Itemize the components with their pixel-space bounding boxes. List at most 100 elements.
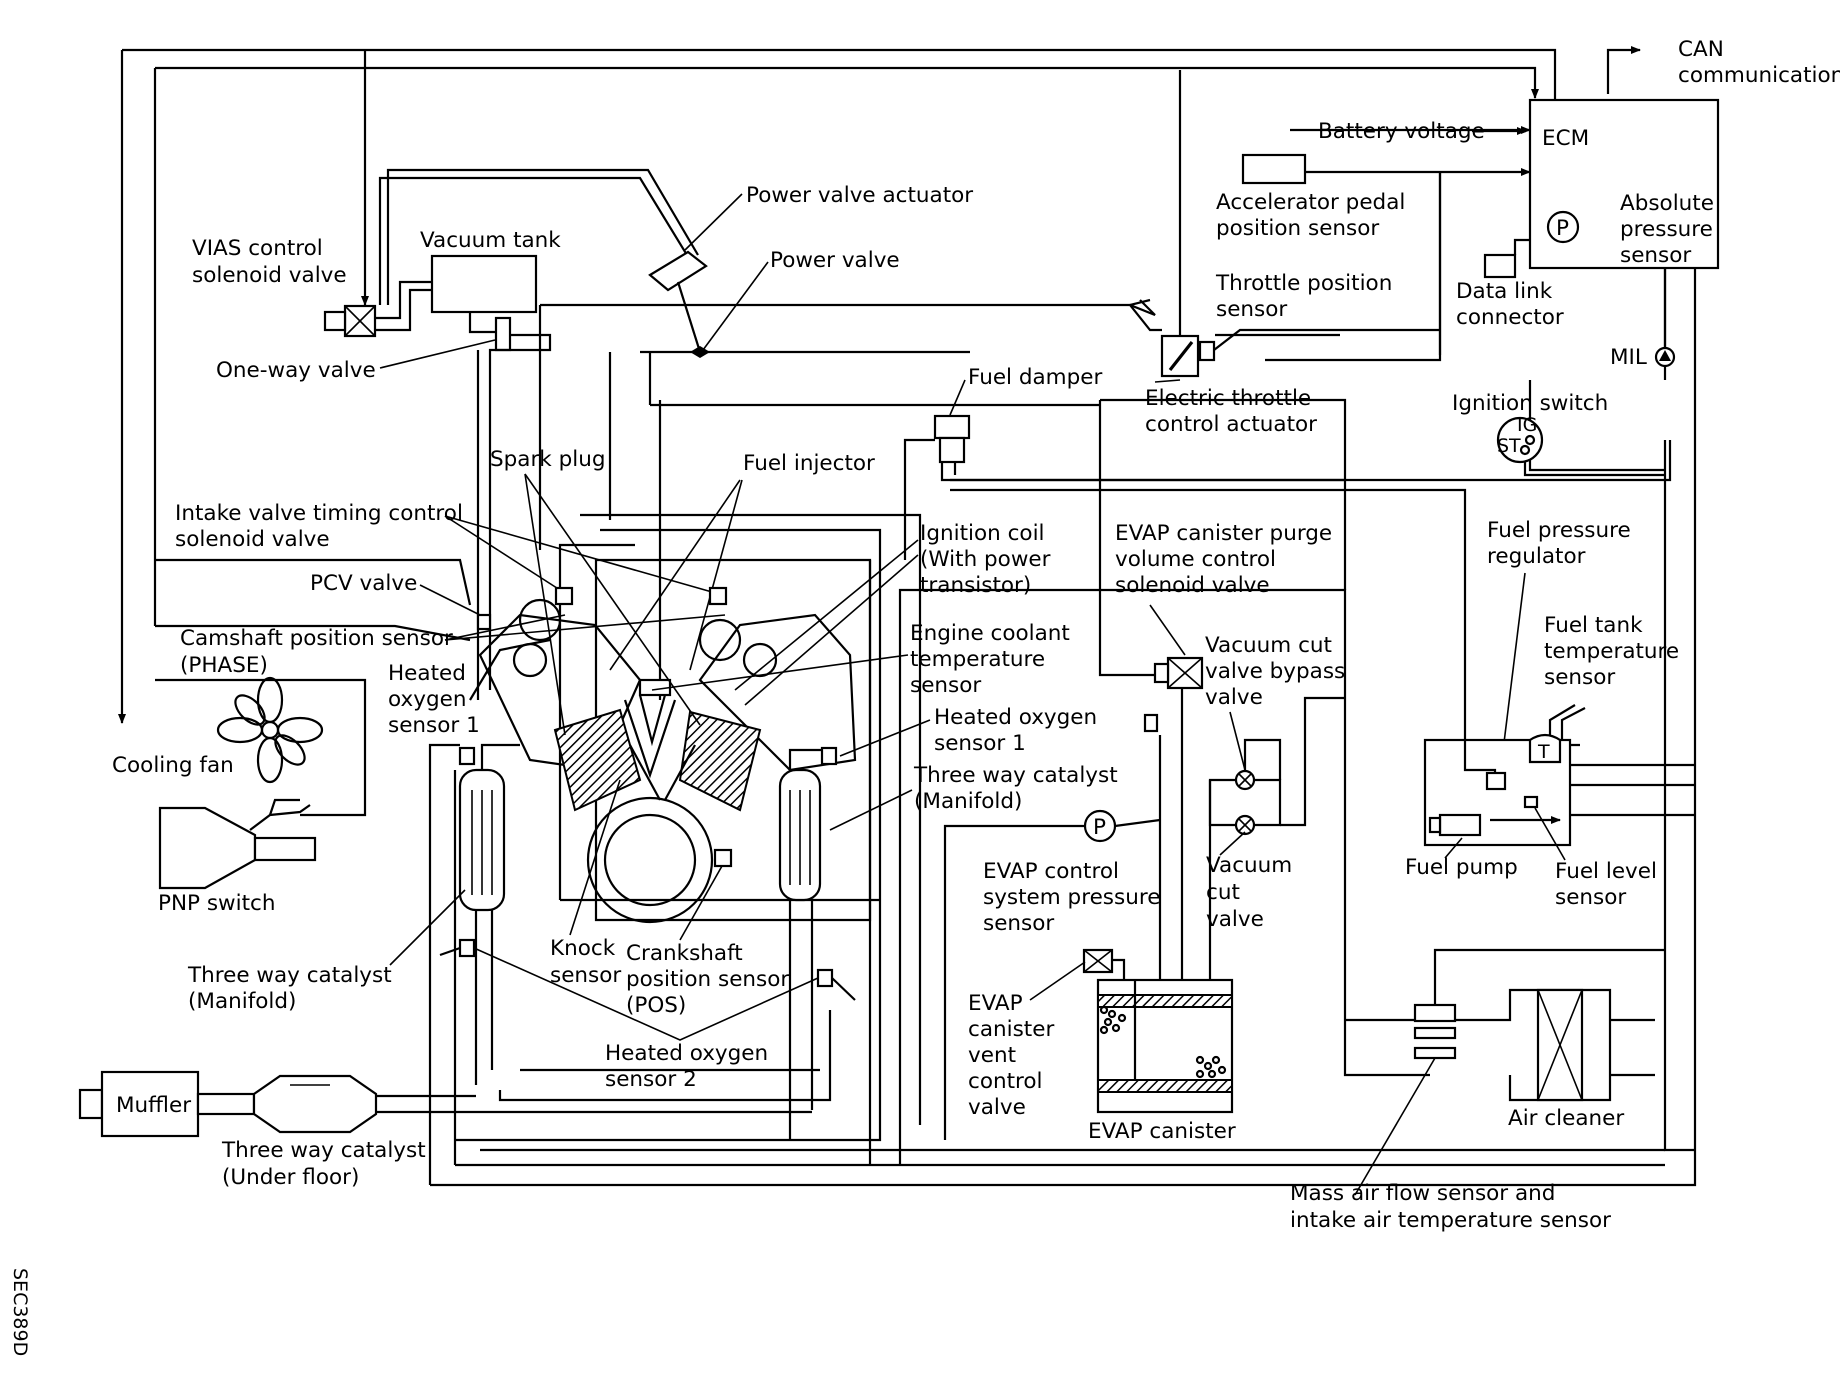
ho2s1-right-label-1: Heated oxygen [934,705,1097,730]
cooling-fan-icon [216,676,324,784]
knock-label-1: Knock [550,936,616,961]
ho2s1-right-label-2: sensor 1 [934,731,1026,756]
power-valve-label: Power valve [770,248,900,273]
ect-label-1: Engine coolant [910,621,1070,646]
air-cleaner-icon [1345,988,1655,1102]
etc-label-2: control actuator [1145,412,1317,437]
twc-manifold-right-label-2: (Manifold) [914,789,1022,814]
cooling-fan-label: Cooling fan [112,753,234,778]
ckp-label-2: position sensor [626,967,789,992]
evap-pressure-label-1: EVAP control [983,859,1119,884]
p-symbol-ecm: P [1556,216,1569,241]
spark-plug-label: Spark plug [490,447,606,472]
one-way-valve-label: One-way valve [216,358,376,383]
figure-code: SEC389D [9,1268,31,1356]
pnp-switch-icon [158,798,317,890]
ftt-label-3: sensor [1544,665,1615,690]
ho2s2-left-icon [458,938,476,958]
ckp-label-1: Crankshaft [626,941,743,966]
catalyst-right-icon [778,748,822,1140]
power-valve-actuator-label: Power valve actuator [746,183,973,208]
ho2s1-left-icon [458,746,476,766]
throttle-position-label-1: Throttle position [1215,271,1392,296]
fuel-damper-icon [933,414,971,464]
muffler-icon [78,1070,256,1138]
knock-label-2: sensor [550,963,621,988]
evap-vent-label-3: vent [968,1043,1016,1068]
pcv-label: PCV valve [310,571,417,596]
cmp-label-2: (PHASE) [180,653,268,678]
vacuum-cut-label-3: valve [1206,907,1264,932]
evap-vent-label-4: control [968,1069,1043,1094]
muffler-label: Muffler [116,1093,191,1118]
battery-label: Battery voltage [1318,119,1485,144]
fuel-tank-temp-sensor-icon: T [1528,733,1562,764]
pcv-valve-icon [476,613,492,631]
evap-canister-icon [1096,978,1234,1114]
maf-label-2: intake air temperature sensor [1290,1208,1611,1233]
vacuum-tank-label: Vacuum tank [420,228,561,253]
twc-manifold-left-label-1: Three way catalyst [187,963,392,988]
fuel-pump-label: Fuel pump [1405,855,1518,880]
ignition-switch-label: Ignition switch [1452,391,1608,416]
vias-label-1: VIAS control [192,236,323,261]
evap-purge-label-1: EVAP canister purge [1115,521,1332,546]
ho2s2-label-2: sensor 2 [605,1067,697,1092]
can-label-1: CAN [1678,37,1724,62]
maf-label-1: Mass air flow sensor and [1290,1181,1555,1206]
ckp-label-3: (POS) [626,993,686,1018]
fpr-label-1: Fuel pressure [1487,518,1631,543]
ignition-coil-label-2: (With power [920,547,1051,572]
evap-purge-label-3: solenoid valve [1115,573,1270,598]
ignition-coil-label-1: Ignition coil [920,521,1045,546]
catalyst-underfloor-icon [252,1074,812,1134]
ho2s1-left-label-2: oxygen [388,687,466,712]
abs-pressure-label-3: sensor [1620,243,1691,268]
ho2s1-left-label-1: Heated [388,661,466,686]
ftt-label-2: temperature [1544,639,1679,664]
data-link-connector-icon [1483,253,1517,279]
power-valve-actuator-icon [648,250,708,292]
twc-underfloor-label-1: Three way catalyst [221,1138,426,1163]
vacuum-cut-label-2: cut [1206,880,1240,905]
ignition-coil-label-3: transistor) [920,573,1031,598]
abs-pressure-label-2: pressure [1620,217,1713,242]
wiring-harness [118,46,1697,1187]
evap-pressure-label-3: sensor [983,911,1054,936]
ig-label: IG [1517,414,1537,436]
ecm-label: ECM [1542,126,1589,151]
fuel-pump-icon [1428,813,1482,837]
ho2s2-label-1: Heated oxygen [605,1041,768,1066]
app-label-2: position sensor [1216,216,1379,241]
fuel-level-label-2: sensor [1555,885,1626,910]
crank-sensor-icon [713,848,733,868]
vacuum-cut-bypass-label-1: Vacuum cut [1205,633,1332,658]
left-piston-icon [553,708,642,812]
fuel-level-label-1: Fuel level [1555,859,1657,884]
right-piston-icon [678,710,762,812]
vacuum-cut-valves-icon [1208,696,1345,980]
fuel-level-sensor-icon [1523,795,1539,809]
data-link-label-2: connector [1456,305,1564,330]
evap-vent-valve-icon [1082,948,1126,980]
vacuum-tank-icon [430,254,538,314]
electric-throttle-icon [1126,298,1216,378]
ecm-unit: ECM Absolute pressure sensor P [1528,98,1720,270]
evap-purge-label-2: volume control [1115,547,1276,572]
ivtc-label-1: Intake valve timing control [175,501,463,526]
evap-sensor-small-icon [1143,713,1159,733]
throttle-position-label-2: sensor [1216,297,1287,322]
ho2s2-right-icon [816,968,834,988]
evap-vent-label-5: valve [968,1095,1026,1120]
mil-label: MIL [1610,345,1647,370]
app-label-1: Accelerator pedal [1216,190,1405,215]
ect-label-2: temperature [910,647,1045,672]
cmp-label-1: Camshaft position sensor [180,626,453,651]
ivtc-left-icon [554,586,574,606]
evap-vent-label-1: EVAP [968,991,1023,1016]
abs-pressure-sensor-icon [1546,210,1580,244]
evap-purge-valve-icon [1153,656,1204,690]
abs-pressure-label-1: Absolute [1620,191,1714,216]
air-cleaner-label: Air cleaner [1508,1106,1624,1131]
fuel-damper-label: Fuel damper [968,365,1102,390]
